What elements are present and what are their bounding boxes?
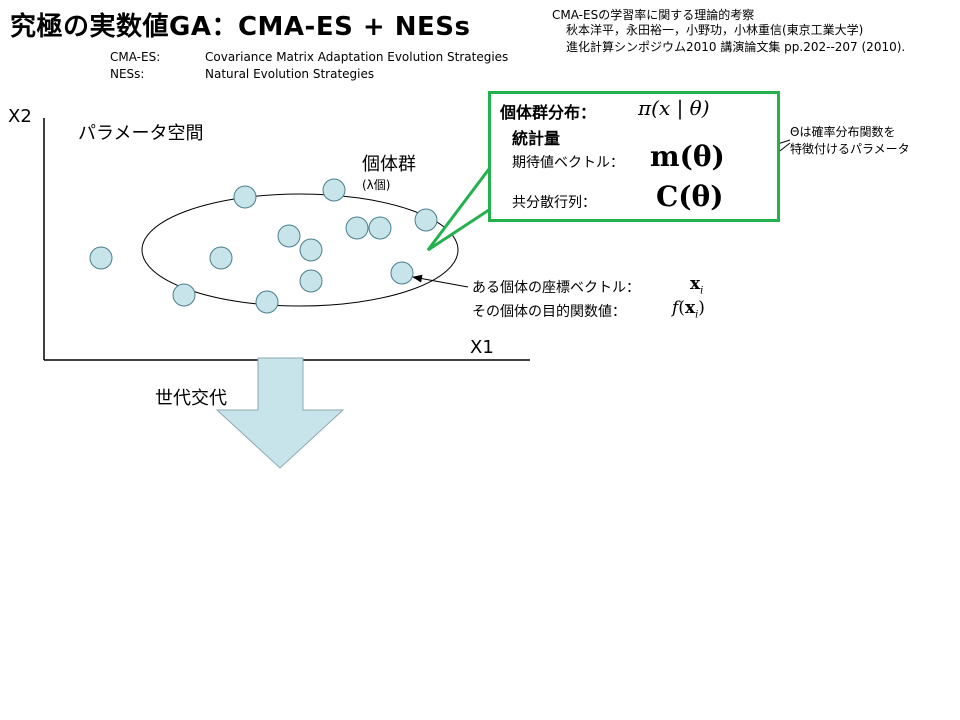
individual-point (368, 216, 392, 240)
abbr-cmaes-full: Covariance Matrix Adaptation Evolution S… (205, 50, 509, 64)
page-title: 究極の実数値GA：CMA-ES + NESs (10, 12, 471, 42)
individual-point (233, 185, 257, 209)
abbr-ness: NESs: (110, 67, 145, 81)
statistics-label: 統計量 (512, 129, 561, 148)
individual-point (89, 246, 113, 270)
mean-formula: m(θ) (650, 140, 725, 173)
distribution-box (488, 91, 780, 222)
individuals-group (89, 178, 438, 314)
individual-point (299, 238, 323, 262)
lambda-label: (λ個) (362, 178, 391, 192)
individual-pointer-arrow (412, 274, 469, 288)
individual-point (414, 208, 438, 232)
y-axis-label: X2 (8, 106, 32, 127)
reference-line3: 進化計算シンポジウム2010 講演論文集 pp.202--207 (2010). (566, 40, 906, 54)
population-ellipse (141, 193, 459, 307)
fxi-symbol: f(xi) (672, 298, 705, 321)
individual-point (209, 246, 233, 270)
xi-symbol: xi (690, 274, 704, 297)
callout-pointer (426, 160, 494, 252)
population-label: 個体群 (362, 154, 416, 175)
mean-label: 期待値ベクトル： (512, 155, 624, 171)
x-axis-label: X1 (470, 337, 494, 358)
abbr-ness-full: Natural Evolution Strategies (205, 67, 375, 81)
individual-point (390, 261, 414, 285)
param-space-label: パラメータ空間 (78, 123, 204, 144)
individual-point (299, 269, 323, 293)
individual-point (345, 216, 369, 240)
individual-point (277, 224, 301, 248)
objective-label: その個体の目的関数値： (472, 304, 626, 320)
cov-label: 共分散行列： (512, 195, 596, 211)
distribution-formula: π(x | θ) (638, 96, 710, 120)
generation-arrow (215, 357, 345, 469)
cov-formula: C(θ) (656, 180, 724, 213)
theta-note-line1: Θは確率分布関数を (790, 125, 896, 139)
theta-note-line2: 特徴付けるパラメータ (790, 142, 910, 156)
distribution-label: 個体群分布： (500, 103, 597, 122)
individual-point (322, 178, 346, 202)
reference-line2: 秋本洋平，永田裕一，小野功，小林重信(東京工業大学) (566, 23, 864, 37)
abbr-cmaes: CMA-ES: (110, 50, 161, 64)
reference-line1: CMA-ESの学習率に関する理論的考察 (552, 8, 755, 22)
generation-label: 世代交代 (155, 388, 227, 409)
individual-point (255, 290, 279, 314)
coord-vector-label: ある個体の座標ベクトル： (472, 280, 640, 296)
individual-point (172, 283, 196, 307)
